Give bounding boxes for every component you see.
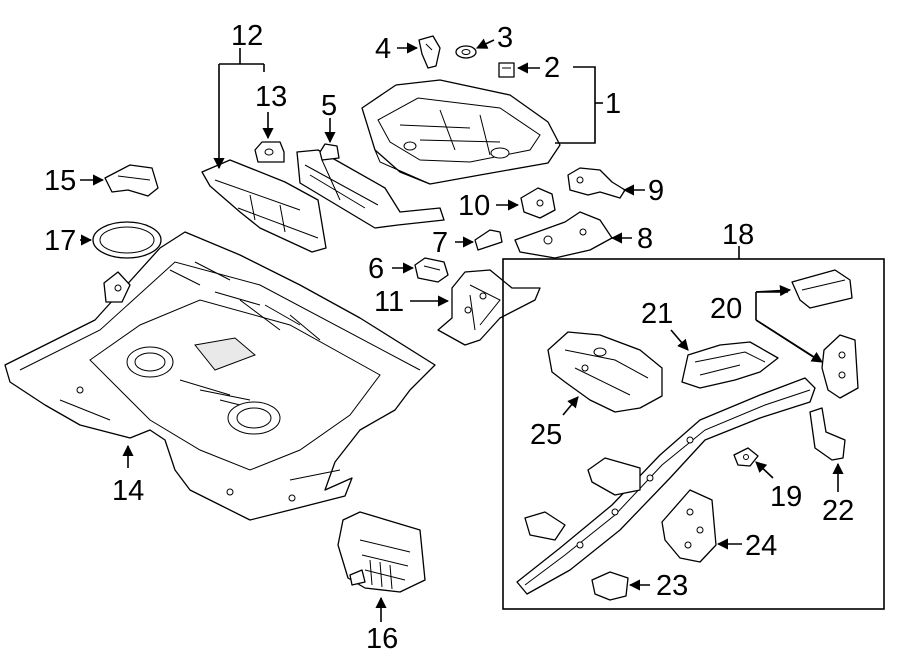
callout-12: 12 xyxy=(231,20,263,52)
part-5-crossmember xyxy=(296,143,445,229)
callout-17: 17 xyxy=(44,225,76,257)
callout-16: 16 xyxy=(366,623,398,655)
part-23-bracket xyxy=(591,571,629,601)
callout-15: 15 xyxy=(44,165,76,197)
callout-13: 13 xyxy=(255,81,287,113)
part-20-lower-piece xyxy=(821,334,859,399)
part-19-plate xyxy=(733,447,759,467)
part-16-bracket xyxy=(337,511,426,593)
part-2-plug xyxy=(498,62,515,78)
part-21-bracket xyxy=(681,341,779,389)
part-3-grommet xyxy=(455,45,477,59)
callout-18: 18 xyxy=(722,219,754,251)
callout-7: 7 xyxy=(432,227,448,259)
callout-bracket-1 xyxy=(555,66,596,144)
part-20-upper-piece xyxy=(791,269,853,309)
callout-24: 24 xyxy=(745,530,777,562)
part-18-frame-rail xyxy=(516,377,816,595)
part-13-bracket xyxy=(254,141,285,163)
part-15-bracket xyxy=(104,164,159,197)
part-17-ring-seal xyxy=(92,221,162,259)
callout-5: 5 xyxy=(321,90,337,122)
part-1-spare-tire-well xyxy=(361,79,561,185)
part-9-bracket xyxy=(567,167,626,199)
callout-1: 1 xyxy=(605,88,621,120)
part-11-bracket xyxy=(437,269,541,346)
part-4-bracket xyxy=(418,35,441,69)
callout-9: 9 xyxy=(648,175,664,207)
callout-22: 22 xyxy=(822,495,854,527)
callout-6: 6 xyxy=(368,253,384,285)
callout-21: 21 xyxy=(641,298,673,330)
part-8-bracket xyxy=(514,211,613,259)
group-18-frame xyxy=(502,258,885,610)
part-12-crossmember xyxy=(201,159,327,253)
callout-20: 20 xyxy=(710,293,742,325)
callout-25: 25 xyxy=(530,419,562,451)
part-10-bracket xyxy=(520,187,556,219)
part-7-bracket xyxy=(474,229,503,251)
callout-8: 8 xyxy=(637,223,653,255)
callout-19: 19 xyxy=(770,481,802,513)
callout-3: 3 xyxy=(497,22,513,54)
callout-10: 10 xyxy=(458,190,490,222)
part-14-floor-pan xyxy=(4,231,436,521)
callout-23: 23 xyxy=(656,570,688,602)
callout-2: 2 xyxy=(544,52,560,84)
callout-14: 14 xyxy=(112,475,144,507)
part-25-bracket xyxy=(547,331,663,413)
callout-11: 11 xyxy=(374,286,404,318)
part-24-bracket xyxy=(661,489,717,563)
part-6-bracket xyxy=(414,257,449,283)
part-22-bracket xyxy=(809,407,846,461)
callout-4: 4 xyxy=(375,33,391,65)
